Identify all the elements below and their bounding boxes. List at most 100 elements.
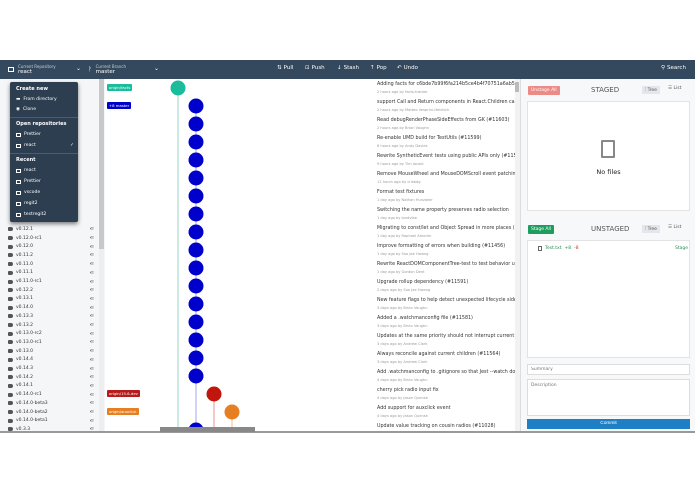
pop-button[interactable]: ↑Pop bbox=[370, 65, 387, 71]
tag-item[interactable]: v0.13.3⇚ bbox=[8, 312, 98, 321]
commit-button[interactable]: Commit bbox=[527, 419, 690, 429]
tree-view-button[interactable]: ⫶ Tree bbox=[642, 86, 660, 94]
tag-item[interactable]: v0.11.0-rc1⇚ bbox=[8, 277, 98, 286]
pull-button[interactable]: ⇅Pull bbox=[277, 65, 293, 71]
summary-input[interactable] bbox=[527, 364, 690, 375]
checkout-icon[interactable]: ⇚ bbox=[89, 356, 94, 363]
undo-button[interactable]: ↶Undo bbox=[397, 65, 418, 71]
open-repo-item[interactable]: react✓ bbox=[16, 143, 74, 148]
recent-repo-item[interactable]: vscode bbox=[16, 190, 40, 195]
description-input[interactable] bbox=[527, 379, 690, 416]
commit-row[interactable]: Remove MouseWheel and MouseDOMScroll eve… bbox=[377, 171, 517, 189]
checkout-icon[interactable]: ⇚ bbox=[89, 417, 94, 424]
tag-item[interactable]: v0.13.0-rc2⇚ bbox=[8, 329, 98, 338]
tag-item[interactable]: v0.13.0⇚ bbox=[8, 347, 98, 356]
commit-row[interactable]: Upgrade rollup dependency (#11591)2 days… bbox=[377, 279, 517, 297]
tag-item[interactable]: v0.14.1⇚ bbox=[8, 382, 98, 391]
stage-file-button[interactable]: Stage bbox=[674, 246, 688, 251]
scrollbar-thumb[interactable] bbox=[515, 82, 519, 92]
tag-item[interactable]: v0.14.0⇚ bbox=[8, 303, 98, 312]
tag-item[interactable]: v0.13.0-rc1⇚ bbox=[8, 338, 98, 347]
unstage-all-button[interactable]: Unstage All bbox=[528, 86, 560, 95]
recent-repo-item[interactable]: Prettier bbox=[16, 179, 41, 184]
tree-view-button[interactable]: ⫶ Tree bbox=[642, 225, 660, 233]
commit-row[interactable]: Rewrite SyntheticEvent tests using publi… bbox=[377, 153, 517, 171]
tag-item[interactable]: v0.12.0⇚ bbox=[8, 242, 98, 251]
tag-item[interactable]: v0.11.0⇚ bbox=[8, 260, 98, 269]
checkout-icon[interactable]: ⇚ bbox=[89, 313, 94, 320]
checkout-icon[interactable]: ⇚ bbox=[89, 278, 94, 285]
checkout-icon[interactable]: ⇚ bbox=[89, 269, 94, 276]
checkout-icon[interactable]: ⇚ bbox=[89, 252, 94, 259]
open-repo-item[interactable]: Prettier bbox=[16, 132, 41, 137]
checkout-icon[interactable]: ⇚ bbox=[89, 261, 94, 268]
tag-item[interactable]: v0.14.0-rc1⇚ bbox=[8, 390, 98, 399]
search-button[interactable]: ⚲Search bbox=[661, 65, 686, 71]
checkout-icon[interactable]: ⇚ bbox=[89, 226, 94, 233]
tag-item[interactable]: v0.12.0-rc1⇚ bbox=[8, 234, 98, 243]
checkout-icon[interactable]: ⇚ bbox=[89, 348, 94, 355]
commit-row[interactable]: Adding facts for c6bde7b99f6fa214b5ce4b4… bbox=[377, 81, 517, 99]
stage-all-button[interactable]: Stage All bbox=[528, 225, 555, 234]
commit-row[interactable]: New feature flags to help detect unexpec… bbox=[377, 297, 517, 315]
commit-row[interactable]: Rewrite ReactDOMComponentTree-test to te… bbox=[377, 261, 517, 279]
tag-item[interactable]: v0.3.3⇚ bbox=[8, 425, 98, 431]
tag-item[interactable]: v0.13.1⇚ bbox=[8, 295, 98, 304]
stash-button[interactable]: ↓Stash bbox=[337, 65, 359, 71]
checkout-icon[interactable]: ⇚ bbox=[89, 322, 94, 329]
tag-item[interactable]: v0.14.4⇚ bbox=[8, 356, 98, 365]
checkout-icon[interactable]: ⇚ bbox=[89, 409, 94, 416]
checkout-icon[interactable]: ⇚ bbox=[89, 339, 94, 346]
commit-row[interactable]: Improve formatting of errors when buildi… bbox=[377, 243, 517, 261]
scrollbar-thumb[interactable] bbox=[99, 79, 104, 249]
checkout-icon[interactable]: ⇚ bbox=[89, 330, 94, 337]
checkout-icon[interactable]: ⇚ bbox=[89, 426, 94, 431]
checkout-icon[interactable]: ⇚ bbox=[89, 391, 94, 398]
file-row[interactable]: Test.txt +8 -8 Stage bbox=[538, 246, 688, 251]
commit-row[interactable]: support Call and Return components in Re… bbox=[377, 99, 517, 117]
tag-item[interactable]: v0.13.2⇚ bbox=[8, 321, 98, 330]
recent-repo-item[interactable]: regit2 bbox=[16, 201, 38, 206]
checkout-icon[interactable]: ⇚ bbox=[89, 304, 94, 311]
push-button[interactable]: ⊡Push bbox=[305, 65, 325, 71]
branch-label[interactable]: +8 master bbox=[107, 102, 132, 109]
tag-item[interactable]: v0.14.0-beta2⇚ bbox=[8, 408, 98, 417]
tag-item[interactable]: v0.14.3⇚ bbox=[8, 364, 98, 373]
tag-item[interactable]: v0.11.2⇚ bbox=[8, 251, 98, 260]
tag-item[interactable]: v0.14.2⇚ bbox=[8, 373, 98, 382]
branch-label[interactable]: origin/15.6-dev bbox=[107, 390, 140, 397]
commit-row[interactable]: Updates at the same priority should not … bbox=[377, 333, 517, 351]
commit-list-scrollbar[interactable] bbox=[515, 79, 520, 431]
checkout-icon[interactable]: ⇚ bbox=[89, 235, 94, 242]
graph-horizontal-scrollbar[interactable] bbox=[160, 427, 255, 432]
from-directory-item[interactable]: ▬From directory bbox=[16, 97, 57, 102]
sidebar-scrollbar[interactable] bbox=[99, 79, 104, 431]
checkout-icon[interactable]: ⇚ bbox=[89, 243, 94, 250]
commit-row[interactable]: Always reconcile against current childre… bbox=[377, 351, 517, 369]
recent-repo-item[interactable]: react bbox=[16, 168, 36, 173]
commit-row[interactable]: Switching the name property preserves ra… bbox=[377, 207, 517, 225]
recent-repo-item[interactable]: testregit2 bbox=[16, 212, 46, 217]
tag-item[interactable]: v0.12.2⇚ bbox=[8, 286, 98, 295]
commit-row[interactable]: Add .watchmanconfig to .gitignore so tha… bbox=[377, 369, 517, 387]
checkout-icon[interactable]: ⇚ bbox=[89, 287, 94, 294]
commit-row[interactable]: Read debugRenderPhaseSideEffects from GK… bbox=[377, 117, 517, 135]
checkout-icon[interactable]: ⇚ bbox=[89, 374, 94, 381]
branch-label[interactable]: origin/facts bbox=[107, 84, 133, 91]
checkout-icon[interactable]: ⇚ bbox=[89, 400, 94, 407]
list-view-button[interactable]: ☰ List bbox=[668, 225, 681, 230]
checkout-icon[interactable]: ⇚ bbox=[89, 382, 94, 389]
commit-row[interactable]: Migrating to const/let and Object Spread… bbox=[377, 225, 517, 243]
checkout-icon[interactable]: ⇚ bbox=[89, 365, 94, 372]
clone-item[interactable]: ◉Clone bbox=[16, 107, 36, 112]
checkout-icon[interactable]: ⇚ bbox=[89, 295, 94, 302]
list-view-button[interactable]: ☰ List bbox=[668, 86, 681, 91]
tag-item[interactable]: v0.12.1⇚ bbox=[8, 225, 98, 234]
tag-item[interactable]: v0.11.1⇚ bbox=[8, 269, 98, 278]
branch-label[interactable]: origin/auxclick bbox=[107, 408, 139, 415]
